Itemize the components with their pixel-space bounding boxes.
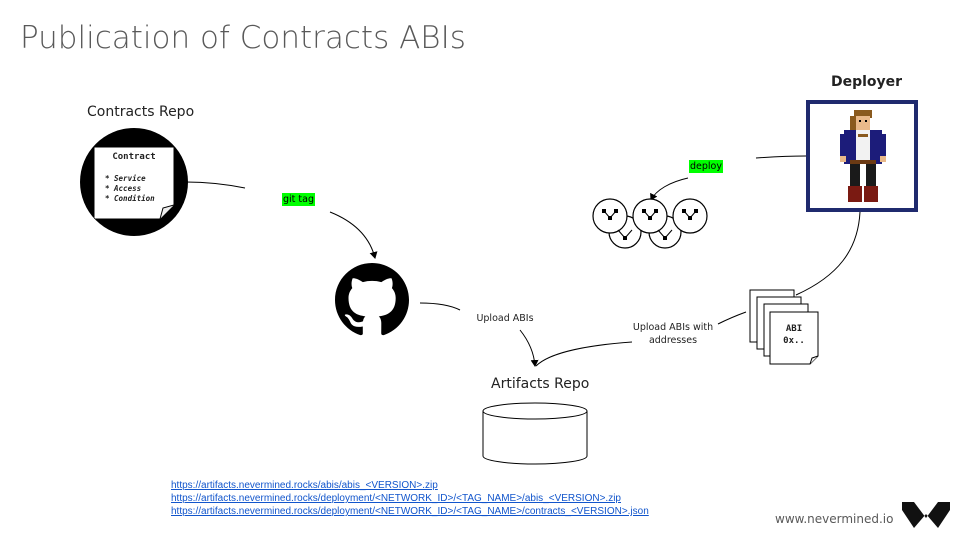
contracts-repo-label: Contracts Repo xyxy=(87,104,195,120)
edge-deployer-to-deploy xyxy=(755,155,807,159)
pirate-character-icon xyxy=(840,110,886,202)
upload-abis-label: Upload ABIs xyxy=(476,313,534,324)
contract-heading: Contract xyxy=(112,152,156,162)
document-icon xyxy=(94,147,174,219)
edge-deployer-to-abi xyxy=(795,211,861,296)
deploy-label: deploy xyxy=(689,160,723,173)
edge-upload2-to-artifacts xyxy=(535,341,633,367)
edge-github-to-upload xyxy=(419,302,461,311)
link-abis-zip[interactable]: https://artifacts.nevermined.rocks/abis/… xyxy=(171,480,438,491)
upload-abis-addresses-label: Upload ABIs with addresses xyxy=(628,321,718,347)
link-deployment-contracts-json[interactable]: https://artifacts.nevermined.rocks/deplo… xyxy=(171,506,649,517)
contract-item-service: * Service xyxy=(105,174,146,183)
edge-deploy-to-nodes xyxy=(650,177,689,201)
deployer-frame xyxy=(806,100,918,212)
edge-tag-to-github xyxy=(329,211,378,259)
artifacts-repo-label: Artifacts Repo xyxy=(491,376,590,392)
upload-abis-addresses-line1: Upload ABIs with xyxy=(632,322,714,333)
abi-document-stack-icon xyxy=(749,289,819,365)
git-tag-label: git tag xyxy=(282,193,315,206)
upload-abis-addresses-line2: addresses xyxy=(648,335,698,346)
database-icon xyxy=(482,402,588,465)
abi-documents: ABI 0x.. xyxy=(748,288,824,368)
contract-document: Contract * Service * Access * Condition xyxy=(94,147,174,219)
abi-line1: ABI xyxy=(785,324,803,334)
contract-item-access: * Access xyxy=(105,184,142,193)
edge-abi-to-upload2 xyxy=(717,311,747,325)
slide-title: Publication of Contracts ABIs xyxy=(20,20,466,56)
link-deployment-abis-zip[interactable]: https://artifacts.nevermined.rocks/deplo… xyxy=(171,493,621,504)
edge-contract-to-tag xyxy=(185,181,246,189)
abi-line2: 0x.. xyxy=(783,336,805,346)
github-icon xyxy=(335,263,409,336)
footer-site: www.nevermined.io xyxy=(775,512,894,526)
contract-item-condition: * Condition xyxy=(105,194,155,203)
artifact-links: https://artifacts.nevermined.rocks/abis/… xyxy=(171,479,649,518)
nevermined-logo xyxy=(902,502,950,528)
deployer-label: Deployer xyxy=(831,74,903,90)
edge-upload-to-artifacts xyxy=(519,329,539,367)
network-nodes-icon xyxy=(592,198,708,249)
